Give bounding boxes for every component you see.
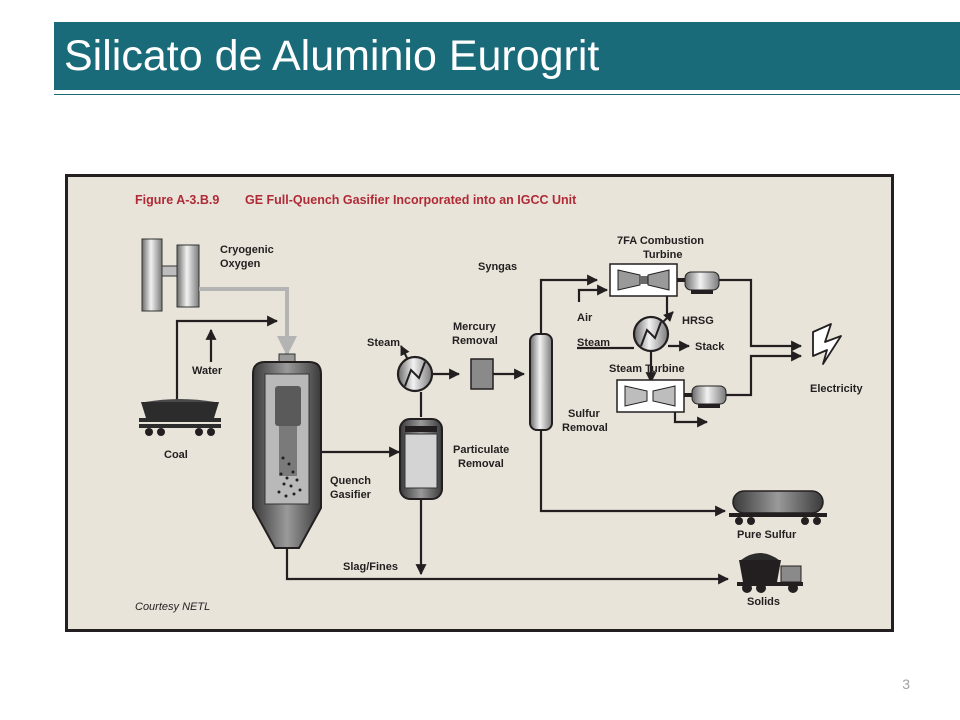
figure-caption-number: Figure A-3.B.9 [135, 193, 219, 207]
cryogenic-label: Cryogenic [220, 244, 274, 256]
solids-label: Solids [747, 596, 780, 608]
electricity-label: Electricity [810, 383, 863, 395]
combustion-turbine-icon [609, 263, 720, 297]
oxygen-line [199, 287, 297, 356]
steam-left-label: Steam [367, 337, 400, 349]
solids-dump-truck-icon [737, 553, 803, 593]
pure-sulfur-label: Pure Sulfur [737, 529, 797, 541]
page-number: 3 [902, 676, 910, 692]
st-to-electricity-line [726, 350, 803, 397]
ct-to-electricity-line [719, 278, 803, 352]
gasifier-label: Gasifier [330, 489, 372, 501]
quench-label: Quench [330, 475, 371, 487]
water-label: Water [192, 365, 223, 377]
coal-railcar-icon [139, 399, 221, 436]
steam-turbine-label: Steam Turbine [609, 363, 685, 375]
coal-feed-line [175, 315, 279, 406]
slag-fines-label: Slag/Fines [343, 561, 398, 573]
oxygen-label: Oxygen [220, 258, 261, 270]
cryogenic-oxygen-unit [141, 238, 200, 312]
particulate-removal-vessel [399, 418, 443, 500]
sulfur-tank-car-icon [729, 490, 827, 525]
hrsg-icon [632, 315, 670, 353]
figure-caption-title: GE Full-Quench Gasifier Incorporated int… [245, 193, 577, 207]
coal-label: Coal [164, 449, 188, 461]
mercury-removal-box [470, 358, 494, 390]
steam-left-arrow [400, 345, 410, 359]
air-label: Air [577, 312, 593, 324]
steam-turbine-icon [616, 379, 727, 413]
mercury-removal-label: Removal [452, 335, 498, 347]
steam-right-label: Steam [577, 337, 610, 349]
igcc-process-diagram: Figure A-3.B.9 GE Full-Quench Gasifier I… [65, 174, 894, 632]
syngas-line [539, 274, 599, 334]
combustion-turbine-label-2: Turbine [643, 249, 683, 261]
particulate-removal-label: Removal [458, 458, 504, 470]
steam-turbine-outlet-line [673, 412, 709, 428]
hrsg-exhaust-arrow [662, 311, 674, 323]
sulfur-label: Sulfur [568, 408, 600, 420]
slide-title: Silicato de Aluminio Eurogrit [64, 32, 600, 80]
hrsg-label: HRSG [682, 315, 714, 327]
figure-credit: Courtesy NETL [135, 601, 210, 613]
quench-gasifier-vessel [252, 353, 322, 549]
pure-sulfur-line [539, 430, 727, 517]
air-line [577, 284, 609, 302]
mercury-label: Mercury [453, 321, 497, 333]
sulfur-removal-label: Removal [562, 422, 608, 434]
stack-label: Stack [695, 341, 725, 353]
heat-exchanger-icon [396, 355, 434, 393]
syngas-label: Syngas [478, 261, 517, 273]
slide-title-bar: Silicato de Aluminio Eurogrit [54, 22, 960, 90]
lightning-bolt-icon [812, 323, 842, 365]
combustion-turbine-label-1: 7FA Combustion [617, 235, 704, 247]
title-divider [54, 94, 960, 95]
particulate-label: Particulate [453, 444, 509, 456]
sulfur-removal-column [529, 333, 553, 431]
slag-fines-line [285, 548, 730, 585]
